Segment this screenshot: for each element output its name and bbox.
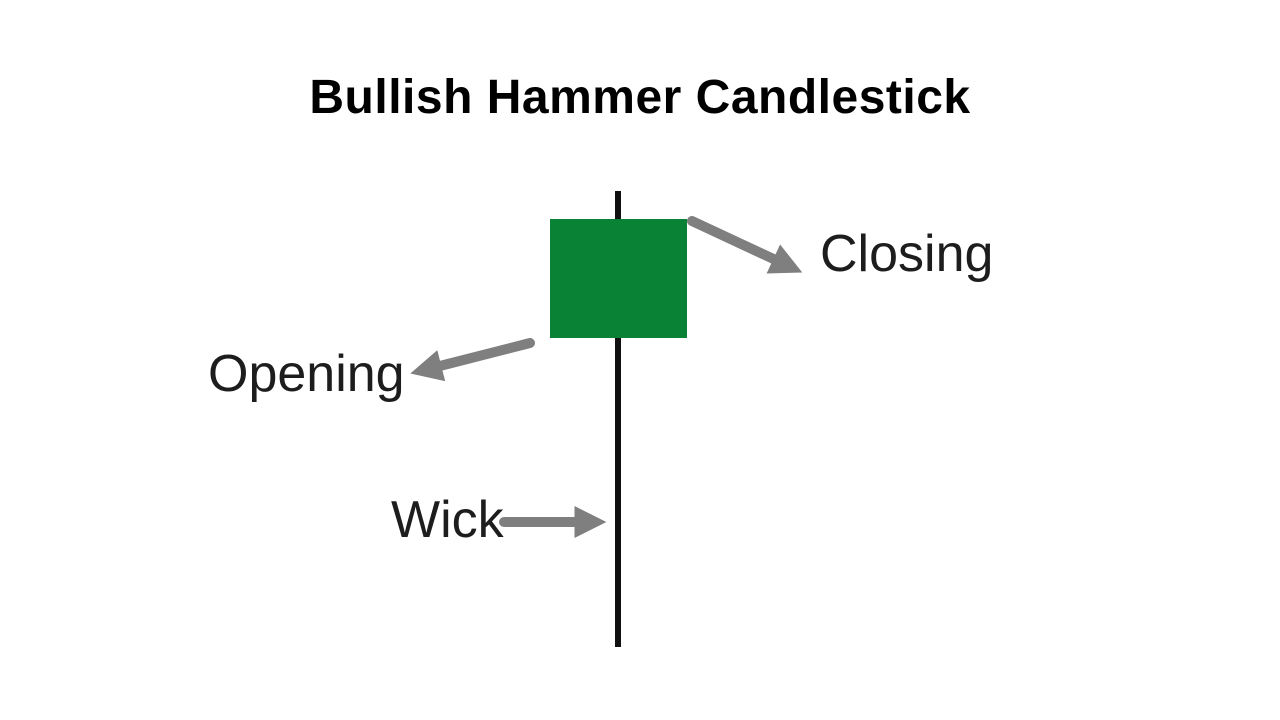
wick-label: Wick <box>391 491 504 549</box>
closing-label: Closing <box>820 225 994 283</box>
opening-arrow <box>410 338 535 382</box>
candle-body <box>550 219 687 338</box>
opening-label: Opening <box>208 345 405 403</box>
closing-arrow <box>687 216 803 274</box>
page-title: Bullish Hammer Candlestick <box>309 71 971 124</box>
